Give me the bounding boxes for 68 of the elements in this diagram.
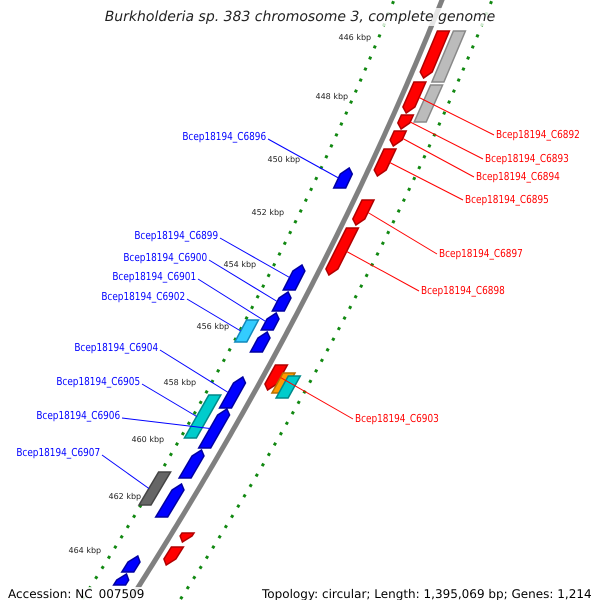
gene-segment — [413, 84, 444, 123]
gene-segment — [396, 114, 415, 130]
scale-label: 448 kbp — [316, 93, 348, 101]
leader-line — [418, 97, 494, 136]
leader-line — [368, 212, 438, 254]
gene-segment — [264, 364, 289, 392]
leader-line — [198, 278, 266, 322]
leader-line — [102, 454, 150, 489]
gene-label: Bcep18194_C6907 — [16, 447, 100, 458]
scale-label: 460 kbp — [132, 436, 164, 444]
scale-label: 456 kbp — [196, 323, 230, 331]
gene-segment — [419, 30, 451, 80]
gene-segment — [234, 319, 260, 343]
leader-line — [410, 122, 484, 160]
leader-line — [208, 260, 278, 302]
gene-label: Bcep18194_C6903 — [355, 413, 439, 424]
gene-segment — [178, 448, 205, 479]
leader-line — [122, 418, 210, 429]
gene-label: Bcep18194_C6906 — [36, 410, 120, 421]
gene-segment — [218, 376, 246, 409]
leader-line — [346, 251, 420, 292]
gene-label: Bcep18194_C6905 — [56, 376, 140, 387]
leader-line — [186, 298, 242, 332]
gene-segment — [120, 554, 141, 573]
gene-segment — [183, 394, 222, 439]
gene-segment — [163, 546, 185, 566]
scale-label: 450 kbp — [268, 156, 300, 164]
leader-line — [389, 162, 464, 200]
leader-line — [402, 138, 474, 178]
scale-label: 452 kbp — [252, 209, 284, 217]
leader-line — [142, 384, 198, 417]
scale-label: 462 kbp — [108, 493, 142, 501]
gene-segment — [249, 330, 271, 353]
leader-line — [280, 377, 354, 420]
gene-label: Bcep18194_C6897 — [439, 248, 523, 259]
gene-segment — [260, 312, 280, 331]
scale-label: 464 kbp — [68, 547, 102, 555]
leader-line — [220, 238, 290, 278]
gene-segment — [154, 482, 185, 518]
gene-label: Bcep18194_C6902 — [101, 291, 186, 302]
scale-label: 458 kbp — [164, 379, 196, 387]
gene-label: Bcep18194_C6900 — [123, 252, 208, 263]
gene-segment — [271, 290, 292, 312]
gene-label: Bcep18194_C6892 — [496, 129, 580, 140]
leader-line — [268, 138, 339, 178]
gene-label: Bcep18194_C6899 — [134, 230, 218, 241]
scale-label: 446 kbp — [338, 34, 372, 42]
gene-label: Bcep18194_C6894 — [476, 171, 560, 182]
gene-label: Bcep18194_C6901 — [112, 271, 196, 282]
scale-label: 454 kbp — [224, 261, 256, 269]
gene-label: Bcep18194_C6898 — [421, 285, 505, 296]
gene-segment — [352, 199, 376, 226]
gene-label: Bcep18194_C6896 — [182, 131, 266, 142]
gene-segment — [389, 130, 408, 148]
footer-text: Accession: NC_007509 — [8, 587, 144, 600]
gene-segment — [179, 532, 196, 544]
gene-label: Bcep18194_C6895 — [465, 194, 549, 205]
gene-segment — [332, 166, 354, 189]
gene-label: Bcep18194_C6904 — [74, 342, 158, 353]
leader-line — [160, 350, 229, 393]
gene-segment — [112, 572, 130, 586]
gene-segment — [325, 227, 360, 276]
gene-label: Bcep18194_C6893 — [485, 153, 569, 164]
gene-segment — [282, 264, 306, 291]
gene-segment — [197, 408, 230, 449]
gene-segment — [274, 375, 302, 399]
gene-segment — [373, 148, 398, 178]
gene-segment — [430, 30, 467, 83]
